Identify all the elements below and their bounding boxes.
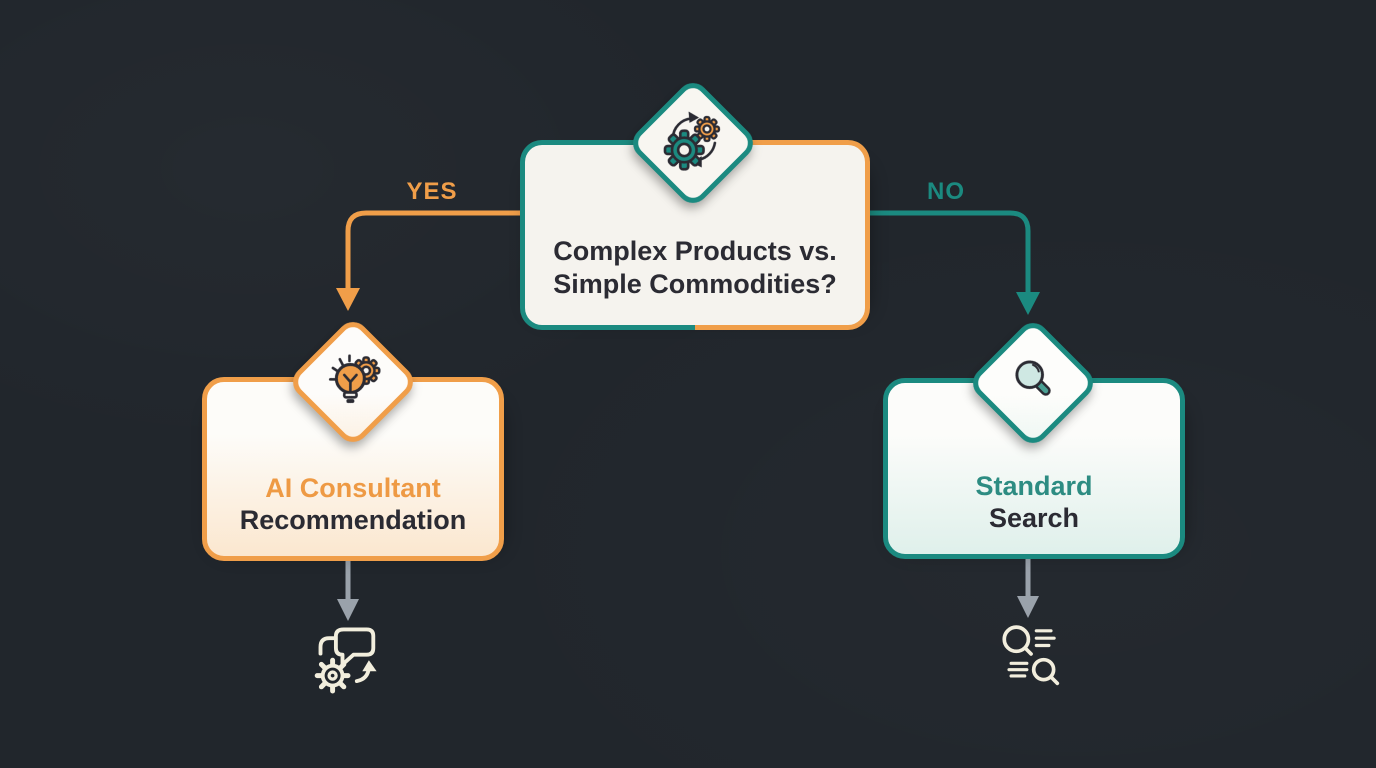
chat-gear-icon bbox=[314, 627, 377, 694]
decision-text-line2: Simple Commodities? bbox=[553, 269, 837, 299]
branch-label-no: NO bbox=[927, 178, 965, 205]
search-results-icon bbox=[1002, 625, 1060, 686]
yes-arrowhead-icon bbox=[336, 288, 360, 311]
no-arrowhead-icon bbox=[1016, 292, 1040, 315]
search-magnifier-icon bbox=[1015, 360, 1051, 396]
yes-connector bbox=[336, 210, 520, 311]
standard-search-text-line2: Search bbox=[988, 503, 1080, 533]
ai-consultant-text-line1: AI Consultant bbox=[265, 473, 441, 503]
no-connector bbox=[860, 210, 1040, 315]
ai-consultant-text-line2: Recommendation bbox=[239, 505, 467, 535]
down-arrowhead-icon bbox=[1017, 596, 1039, 618]
lightbulb-gear-icon bbox=[328, 354, 381, 403]
ai-consultant-diamond bbox=[286, 315, 420, 449]
standard-search-diamond bbox=[966, 316, 1100, 450]
branch-label-yes: YES bbox=[406, 178, 458, 205]
down-arrowhead-icon bbox=[337, 599, 359, 621]
standard-search-text-line1: Standard bbox=[975, 471, 1093, 501]
decision-diamond bbox=[626, 76, 760, 210]
gears-cycle-icon bbox=[663, 111, 721, 171]
decision-text-line1: Complex Products vs. bbox=[553, 236, 837, 266]
